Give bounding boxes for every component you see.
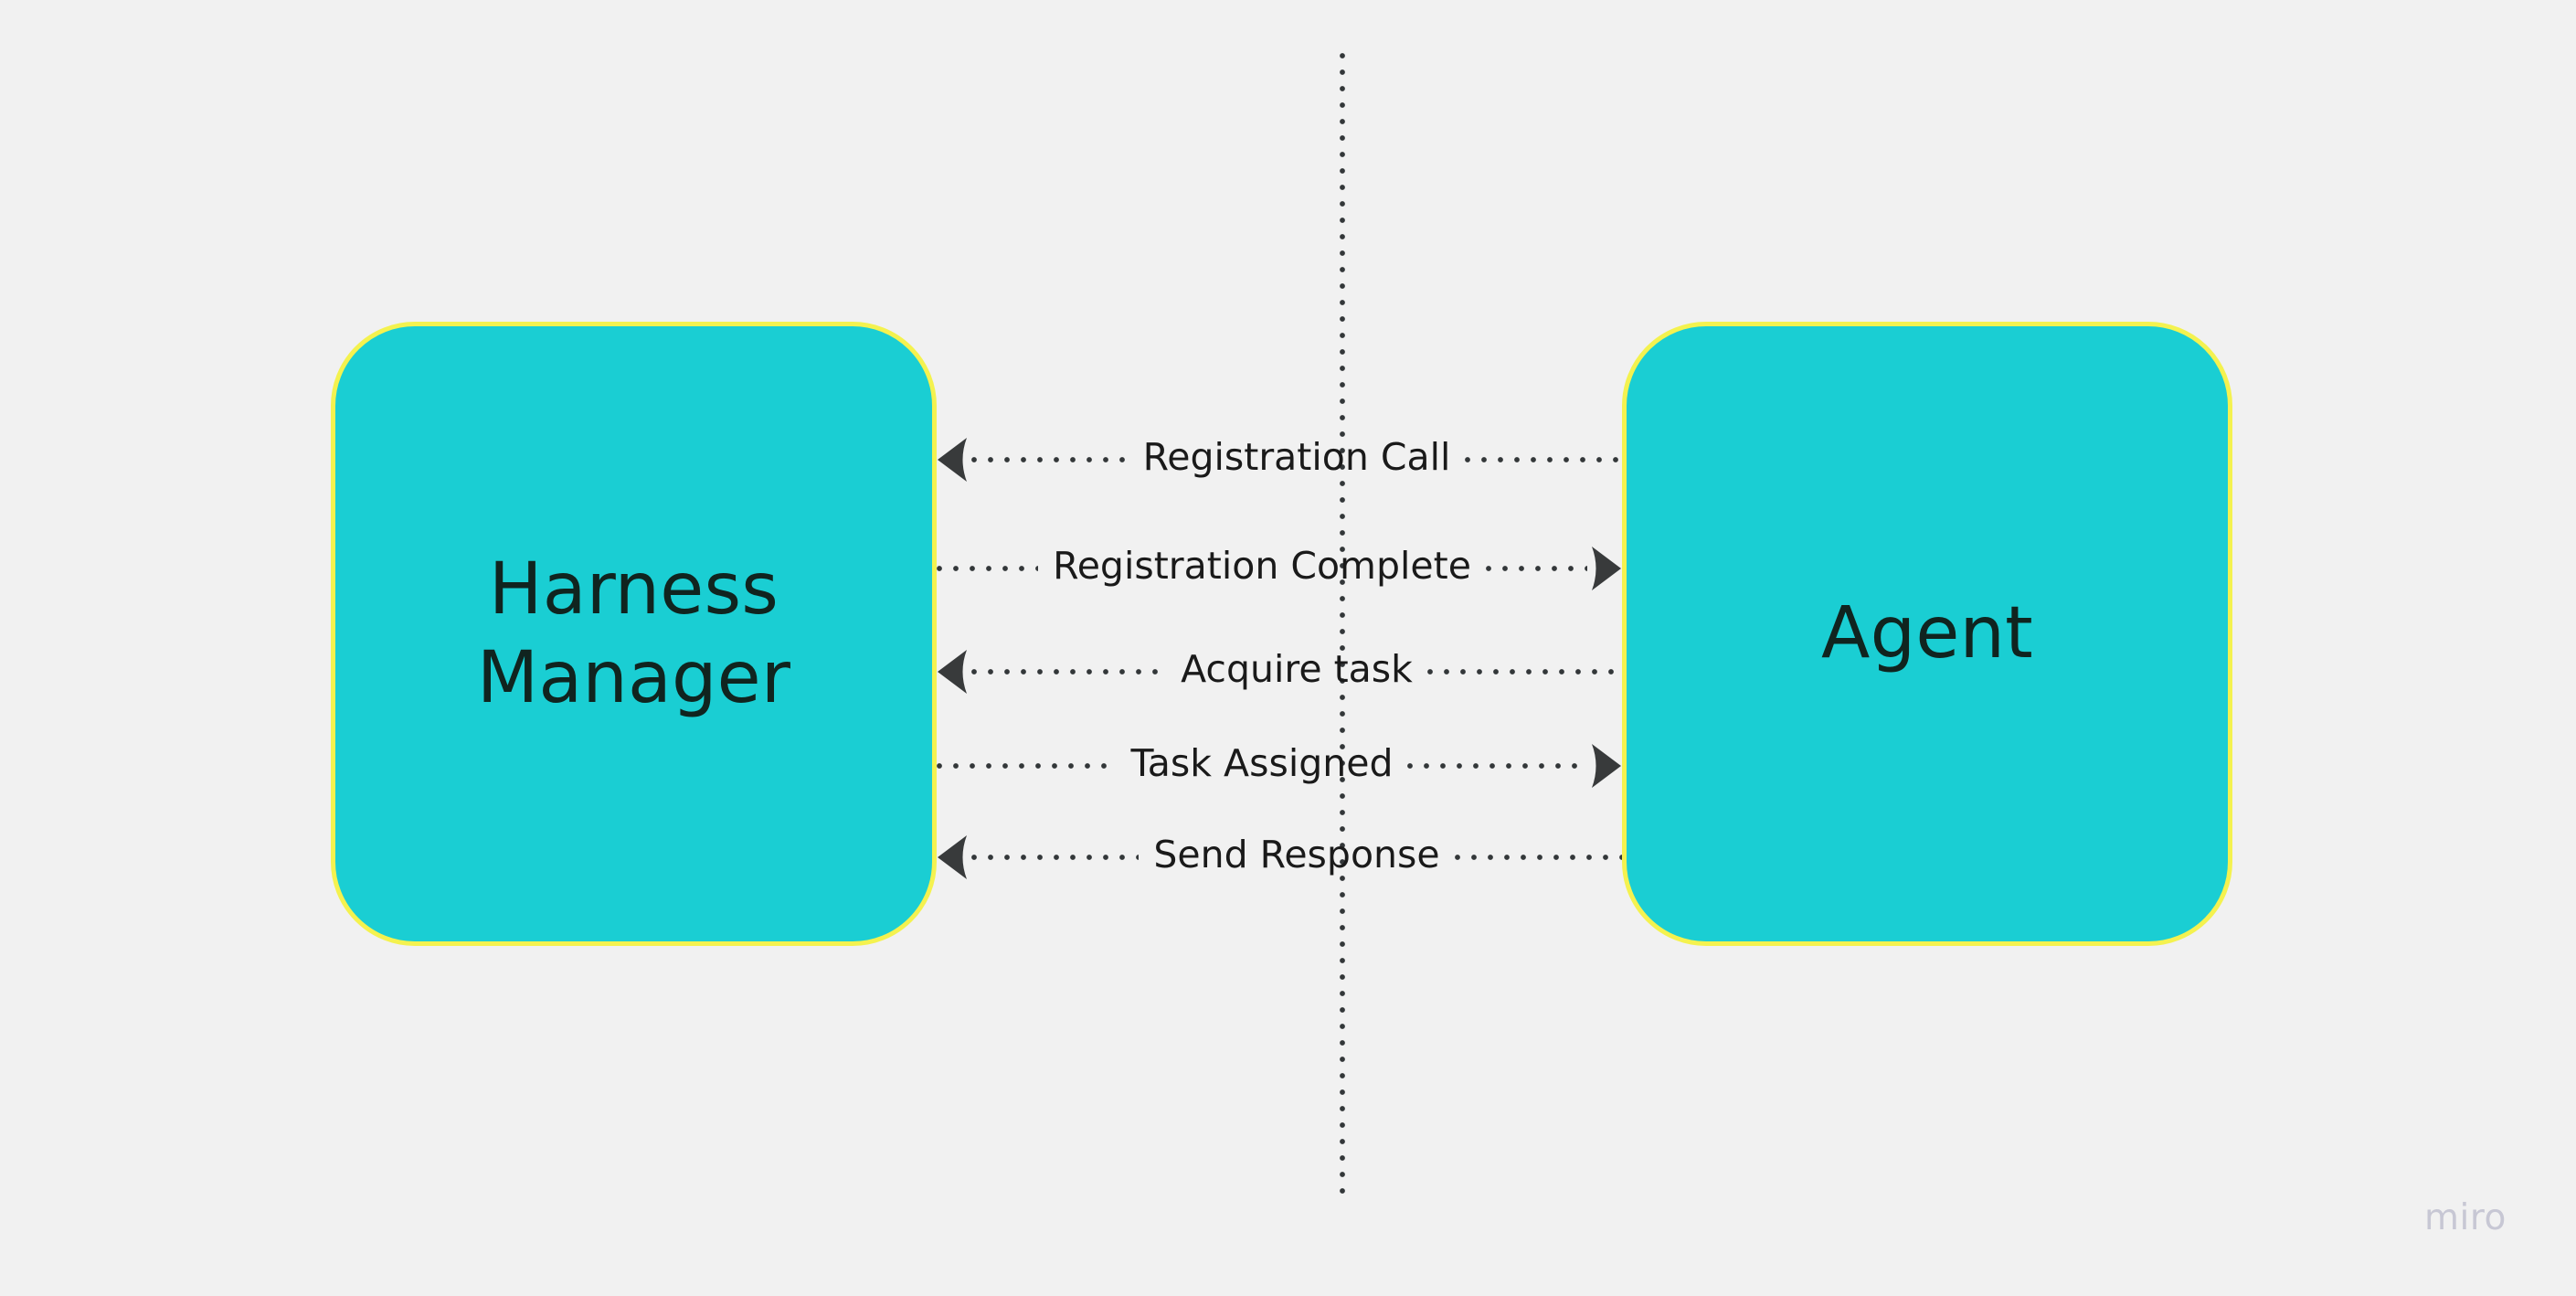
- message-registration-call[interactable]: Registration Call: [937, 430, 1622, 489]
- node-harness-manager[interactable]: Harness Manager: [331, 322, 937, 946]
- node-agent-label: Agent: [1821, 592, 2033, 675]
- message-line-right: [1407, 763, 1588, 769]
- arrow-right-icon: [1587, 545, 1622, 592]
- message-line-left: [937, 566, 1039, 571]
- message-acquire-task[interactable]: Acquire task: [937, 643, 1623, 701]
- message-label: Registration Complete: [1053, 543, 1471, 588]
- message-send-response[interactable]: Send Response: [937, 828, 1622, 887]
- miro-watermark: miro: [2424, 1197, 2507, 1238]
- node-agent[interactable]: Agent: [1622, 322, 2232, 946]
- message-label: Registration Call: [1142, 434, 1451, 479]
- message-label: Send Response: [1153, 832, 1440, 876]
- arrow-left-icon: [937, 436, 971, 483]
- message-line-left: [971, 669, 1167, 675]
- message-line-right: [1454, 855, 1622, 860]
- message-label: Acquire task: [1181, 646, 1413, 691]
- node-harness-manager-label: Harness Manager: [476, 547, 791, 719]
- arrow-right-icon: [1587, 742, 1622, 790]
- message-line-right: [1485, 566, 1587, 571]
- message-line-left: [937, 763, 1117, 769]
- lifeline-divider: [1340, 53, 1345, 1205]
- message-line-right: [1426, 669, 1623, 675]
- message-task-assigned[interactable]: Task Assigned: [937, 737, 1622, 795]
- message-line-right: [1465, 457, 1622, 462]
- message-label: Task Assigned: [1130, 740, 1394, 785]
- message-registration-complete[interactable]: Registration Complete: [937, 539, 1622, 598]
- arrow-left-icon: [937, 834, 971, 881]
- message-line-left: [971, 855, 1140, 860]
- message-line-left: [971, 457, 1129, 462]
- arrow-left-icon: [937, 648, 971, 696]
